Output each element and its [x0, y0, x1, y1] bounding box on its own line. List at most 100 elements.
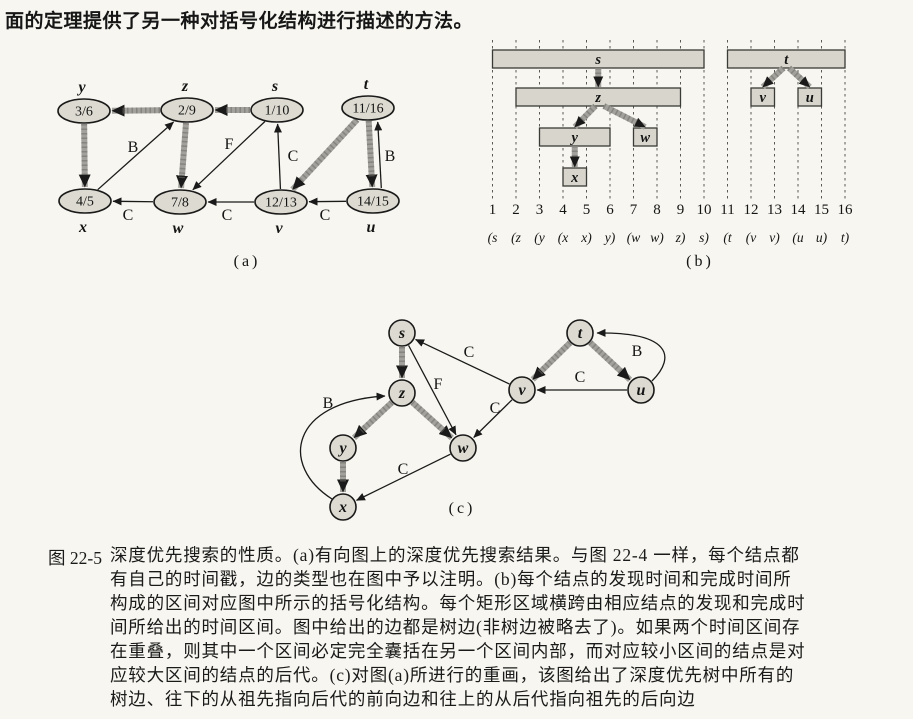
edge-u-t — [374, 121, 383, 189]
node-w: w — [449, 434, 477, 462]
svg-text:7/8: 7/8 — [171, 196, 189, 211]
svg-text:y: y — [76, 79, 86, 96]
svg-text:12/13: 12/13 — [265, 196, 297, 211]
node-s: 1/10 s — [250, 78, 304, 123]
caption-line: 树边、往下的从祖先指向后代的前向边和往上的从后代指向祖先的后向边 — [110, 689, 696, 709]
svg-text:2: 2 — [512, 202, 520, 218]
svg-text:11: 11 — [720, 202, 734, 218]
caption-figure-number: 图 22-5 — [48, 548, 102, 568]
svg-text:(b): (b) — [686, 253, 714, 270]
svg-text:10: 10 — [697, 202, 712, 218]
svg-text:4: 4 — [559, 202, 567, 218]
svg-text:z: z — [181, 78, 189, 95]
svg-text:u: u — [637, 382, 646, 399]
node-s: s — [388, 319, 416, 347]
svg-text:t): t) — [841, 230, 850, 245]
svg-text:12: 12 — [744, 202, 759, 218]
svg-text:u: u — [806, 90, 814, 106]
svg-text:B: B — [128, 139, 139, 156]
svg-text:w: w — [173, 220, 184, 237]
svg-text:C: C — [575, 369, 586, 386]
edge-t-u — [588, 340, 633, 382]
svg-text:C: C — [490, 400, 501, 417]
svg-text:(w: (w — [627, 230, 641, 245]
svg-text:7: 7 — [630, 202, 638, 218]
svg-text:9: 9 — [677, 202, 685, 218]
tree-arrow-t-v — [760, 65, 786, 90]
svg-text:t: t — [364, 76, 369, 93]
node-u: 14/15u — [346, 188, 400, 236]
svg-text:x: x — [338, 499, 347, 516]
svg-text:4/5: 4/5 — [76, 195, 94, 210]
edge-u-t — [596, 328, 666, 382]
svg-text:x: x — [570, 170, 578, 186]
node-z: z — [388, 379, 416, 407]
edge-z-w — [410, 400, 454, 441]
svg-text:C: C — [222, 207, 233, 224]
svg-text:6: 6 — [606, 202, 614, 218]
svg-text:s: s — [271, 78, 278, 95]
svg-text:(y: (y — [534, 230, 545, 245]
svg-text:y: y — [570, 130, 579, 146]
svg-text:z: z — [594, 90, 601, 106]
caption-line: 深度优先搜索的性质。(a)有向图上的深度优先搜索结果。与图 22-4 一样，每个… — [110, 545, 800, 565]
svg-text:t: t — [784, 52, 789, 68]
node-y: 3/6 y — [57, 79, 111, 124]
caption-line: 间所给出的时间区间。图中给出的边都是树边(非树边被略去了)。如果两个时间区间存 — [110, 617, 801, 637]
svg-text:(z: (z — [511, 230, 521, 245]
svg-text:1/10: 1/10 — [265, 104, 290, 119]
edge-t-u — [365, 120, 378, 188]
caption-line: 有自己的时间戳，边的类型也在图中予以注明。(b)每个结点的发现时间和完成时间所 — [110, 569, 792, 589]
svg-text:C: C — [288, 148, 299, 165]
svg-text:C: C — [398, 461, 409, 478]
node-y: y — [329, 434, 357, 462]
edge-w-x — [356, 453, 451, 501]
svg-text:11/16: 11/16 — [352, 102, 383, 117]
svg-text:(u: (u — [792, 230, 803, 245]
node-x: x — [329, 493, 357, 521]
svg-text:s): s) — [699, 230, 709, 245]
svg-text:B: B — [323, 395, 334, 412]
svg-text:(x: (x — [558, 230, 569, 245]
figure-c-edges: B B F C C C C — [299, 328, 666, 501]
svg-text:(s: (s — [488, 230, 498, 245]
interval-bar-z: z — [515, 87, 682, 107]
caption-text: 深度优先搜索的性质。(a)有向图上的深度优先搜索结果。与图 22-4 一样，每个… — [110, 543, 913, 711]
svg-text:14: 14 — [791, 202, 807, 218]
svg-text:F: F — [225, 136, 234, 153]
edge-v-s — [415, 338, 510, 385]
edge-t-v — [290, 117, 360, 192]
svg-text:t: t — [578, 325, 583, 342]
node-t: t — [566, 319, 594, 347]
svg-text:y): y) — [603, 230, 616, 245]
svg-text:v: v — [760, 90, 767, 106]
svg-text:F: F — [434, 376, 443, 393]
tree-arrow-t-u — [787, 65, 812, 90]
svg-text:3/6: 3/6 — [75, 105, 93, 120]
svg-text:C: C — [464, 344, 475, 361]
svg-text:(a): (a) — [234, 253, 261, 270]
node-v: v — [508, 376, 536, 404]
edge-z-w — [176, 122, 190, 189]
svg-text:C: C — [123, 207, 134, 224]
svg-text:14/15: 14/15 — [357, 195, 389, 210]
svg-text:5: 5 — [583, 202, 591, 218]
figure-caption: 图 22-5 深度优先搜索的性质。(a)有向图上的深度优先搜索结果。与图 22-… — [0, 543, 913, 711]
edge-s-w — [407, 345, 457, 436]
svg-text:B: B — [632, 343, 643, 360]
svg-text:x: x — [78, 219, 87, 236]
interval-bar-v: v — [750, 87, 776, 107]
svg-text:w): w) — [650, 230, 664, 245]
svg-text:v: v — [518, 382, 526, 399]
svg-text:s: s — [398, 325, 405, 342]
tree-arrow-z-w — [602, 103, 647, 130]
svg-text:13: 13 — [767, 202, 782, 218]
svg-text:16: 16 — [838, 202, 854, 218]
interval-bar-w: w — [632, 127, 658, 147]
svg-text:z): z) — [675, 230, 686, 245]
svg-text:w: w — [640, 130, 650, 146]
